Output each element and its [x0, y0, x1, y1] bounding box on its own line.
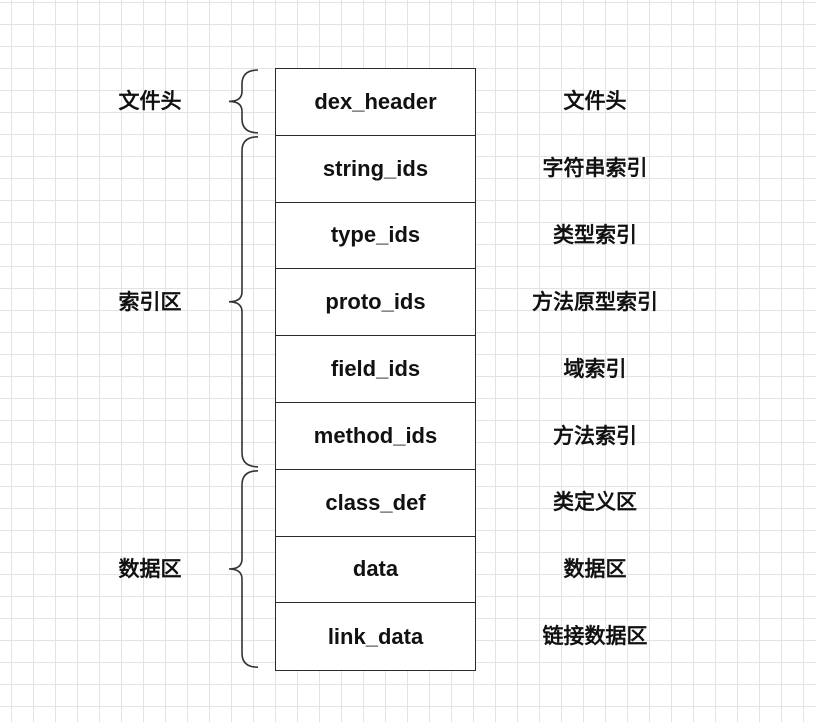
section-cell-field-ids: field_ids — [276, 336, 475, 403]
section-cell-class-def: class_def — [276, 470, 475, 537]
group-label-file-header: 文件头 — [118, 89, 182, 113]
section-desc-field-ids: 域索引 — [563, 357, 627, 381]
brace-file-header — [228, 69, 259, 134]
section-desc-type-ids: 类型索引 — [553, 223, 637, 247]
section-desc-dex-header: 文件头 — [563, 89, 627, 113]
section-cell-method-ids: method_ids — [276, 403, 475, 470]
section-cell-link-data: link_data — [327, 623, 424, 649]
section-desc-method-ids: 方法索引 — [553, 424, 637, 448]
section-desc-proto-ids: 方法原型索引 — [532, 290, 658, 314]
group-label-index-area: 索引区 — [118, 290, 182, 314]
section-cell-proto-ids: proto_ids — [276, 269, 475, 337]
group-label-data-area: 数据区 — [118, 557, 182, 581]
section-desc-class-def: 类定义区 — [553, 490, 637, 514]
section-desc-string-ids: 字符串索引 — [542, 156, 648, 180]
brace-data-area — [228, 470, 259, 668]
section-cell-dex-header: dex_header — [276, 69, 475, 136]
section-desc-link-data: 链接数据区 — [542, 624, 648, 648]
section-cell-data: data — [276, 537, 475, 604]
section-cell-type-ids: type_ids — [276, 203, 475, 270]
section-cell-string-ids: string_ids — [276, 136, 475, 203]
brace-index-area — [228, 136, 259, 468]
section-stack: dex_header string_ids type_ids proto_ids… — [275, 68, 476, 672]
section-desc-data: 数据区 — [563, 557, 627, 581]
